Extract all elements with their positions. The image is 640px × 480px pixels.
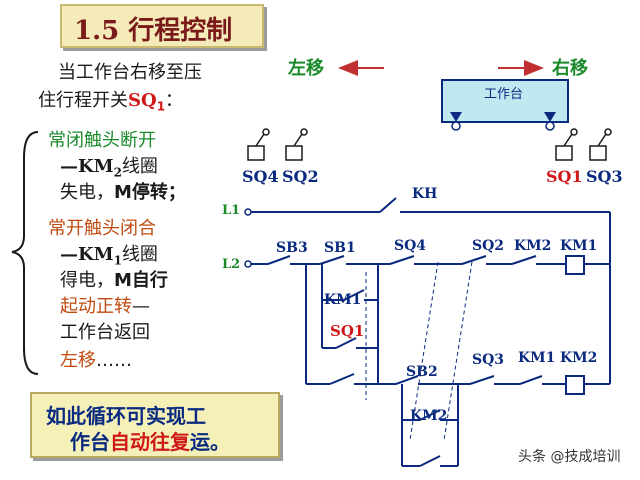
lose-power-line: 失电，M停转； bbox=[60, 182, 186, 204]
sq2-contact-label: SQ2 bbox=[472, 238, 504, 254]
summary-box: 如此循环可实现工 作台自动往复运。 bbox=[30, 392, 280, 458]
motor-stop-text: M停转； bbox=[114, 182, 186, 203]
summary-highlight: 自动往复 bbox=[110, 430, 190, 454]
sq2-switch-icon bbox=[285, 128, 308, 161]
intro-switch-name: SQ bbox=[128, 90, 157, 111]
km1-line-text: —KM bbox=[60, 244, 114, 265]
sq2-label: SQ2 bbox=[282, 167, 319, 186]
km2-line-sub: 2 bbox=[113, 165, 122, 180]
worktable-label: 工作台 bbox=[484, 87, 523, 102]
kh-label: KH bbox=[412, 186, 437, 202]
worktable-cam-left bbox=[450, 112, 462, 122]
l1-label: L1 bbox=[222, 203, 240, 218]
get-power-line: 得电，M自行 bbox=[60, 270, 168, 292]
sq4-switch-icon bbox=[247, 128, 270, 161]
worktable-wheel-right bbox=[545, 121, 555, 131]
start-forward-text: 起动正转 bbox=[60, 296, 132, 317]
lose-power-text: 失电， bbox=[60, 182, 114, 203]
km1-line-sub: 1 bbox=[113, 253, 122, 268]
sq1-label: SQ1 bbox=[546, 167, 583, 186]
kh-contact bbox=[379, 197, 397, 213]
summary-line-2: 作台自动往复运。 bbox=[70, 426, 230, 455]
l2-label: L2 bbox=[222, 257, 240, 272]
intro-line-2: 住行程开关SQ1： bbox=[38, 90, 183, 118]
km2-coil-line: —KM2线圈 bbox=[60, 156, 158, 184]
km1-hold-label: KM1 bbox=[324, 292, 361, 308]
title-banner: 1.5 行程控制 bbox=[60, 4, 264, 48]
worktable-wheel-left bbox=[451, 121, 461, 131]
page-title: 1.5 行程控制 bbox=[74, 16, 233, 46]
summary-line-2-prefix: 作台 bbox=[70, 430, 110, 454]
l1-terminal bbox=[244, 208, 252, 216]
km2-line-suffix: 线圈 bbox=[121, 156, 158, 177]
left-move-label: 左移 bbox=[288, 57, 324, 79]
motor-self-text: M自行 bbox=[114, 270, 168, 291]
km1-contact-label: KM1 bbox=[518, 350, 555, 366]
sq3-switch-icon bbox=[589, 128, 612, 161]
no-contact-close: 常开触头闭合 bbox=[48, 218, 156, 239]
worktable bbox=[441, 79, 569, 123]
top-rung bbox=[251, 255, 610, 275]
sb3-label: SB3 bbox=[276, 240, 308, 256]
km2-contact-label: KM2 bbox=[514, 238, 551, 254]
worktable-cam-right bbox=[544, 112, 556, 122]
sb2-label: SB2 bbox=[406, 364, 438, 380]
intro-line-1: 当工作台右移至压 bbox=[58, 62, 202, 83]
sq3-contact-label: SQ3 bbox=[472, 352, 504, 368]
mech-link-3 bbox=[443, 261, 473, 441]
intro-line-2-prefix: 住行程开关 bbox=[38, 90, 128, 111]
mech-link-2 bbox=[409, 261, 439, 441]
sq1-switch-icon bbox=[555, 128, 578, 161]
intro-switch-sub: 1 bbox=[156, 99, 166, 114]
intro-line-2-suffix: ： bbox=[165, 90, 184, 111]
sq4-contact-label: SQ4 bbox=[394, 238, 426, 254]
km1-coil-line: —KM1线圈 bbox=[60, 244, 158, 272]
summary-line-1: 如此循环可实现工 bbox=[46, 404, 206, 428]
summary-line-2-suffix: 运。 bbox=[190, 430, 230, 454]
km1-line-suffix: 线圈 bbox=[121, 244, 158, 265]
sq1-contact-label: SQ1 bbox=[330, 322, 364, 340]
left-brace bbox=[11, 131, 39, 375]
right-move-label: 右移 bbox=[552, 57, 588, 79]
sb1-label: SB1 bbox=[324, 240, 356, 256]
km1-coil-label: KM1 bbox=[560, 238, 597, 254]
nc-contact-open: 常闭触头断开 bbox=[48, 130, 156, 151]
return-line: 工作台返回 bbox=[60, 322, 150, 343]
km2-hold-label: KM2 bbox=[410, 408, 447, 424]
start-forward-dash: — bbox=[132, 296, 150, 317]
move-left-line: 左移…… bbox=[60, 350, 132, 372]
start-forward-line: 起动正转— bbox=[60, 296, 150, 318]
l2-terminal bbox=[244, 260, 252, 268]
watermark: 头条 @技成培训 bbox=[518, 449, 621, 465]
holding-branches bbox=[305, 264, 610, 467]
km2-line-text: —KM bbox=[60, 156, 114, 177]
move-left-ellipsis: …… bbox=[96, 350, 132, 371]
sq4-label: SQ4 bbox=[242, 167, 279, 186]
sq3-label: SQ3 bbox=[586, 167, 623, 186]
move-left-text: 左移 bbox=[60, 350, 96, 371]
km2-coil-label: KM2 bbox=[560, 350, 597, 366]
get-power-text: 得电， bbox=[60, 270, 114, 291]
